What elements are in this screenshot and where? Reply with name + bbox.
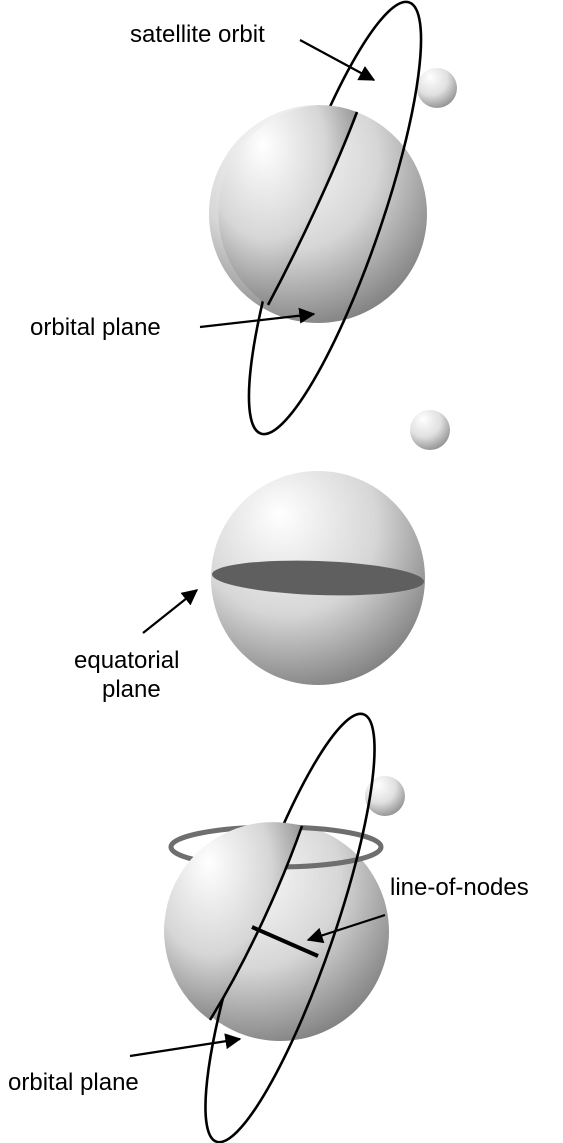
label-equatorial-line1: equatorial: [74, 647, 179, 674]
label-orbital-plane-3: orbital plane: [8, 1069, 139, 1096]
panel-line-of-nodes: line-of-nodes orbital plane: [8, 700, 529, 1143]
label-line-of-nodes: line-of-nodes: [390, 874, 529, 901]
panel-orbital-plane: satellite orbit orbital plane: [30, 0, 457, 449]
label-satellite-orbit: satellite orbit: [130, 21, 265, 48]
panel-equatorial-plane: equatorial plane: [74, 410, 450, 703]
arrow-equatorial-plane: [143, 590, 197, 633]
label-orbital-plane-1: orbital plane: [30, 314, 161, 341]
arrow-orbital-plane-3: [130, 1039, 240, 1056]
satellite-1: [417, 68, 457, 108]
satellite-2: [410, 410, 450, 450]
label-equatorial-line2: plane: [102, 676, 161, 703]
